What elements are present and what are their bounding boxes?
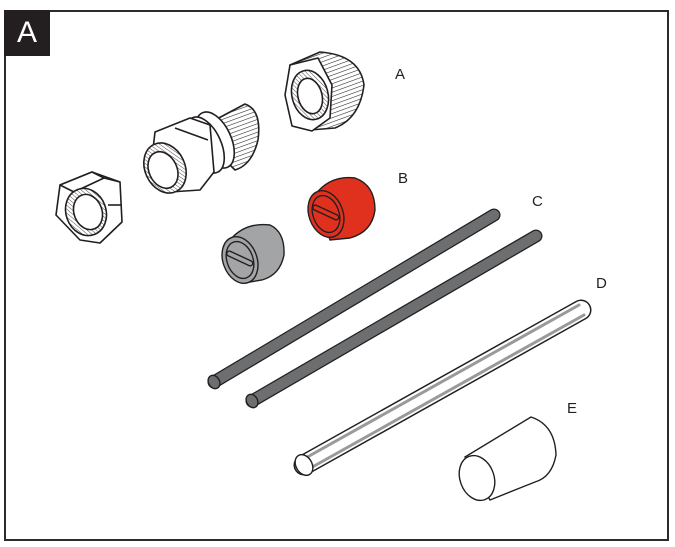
label-a: A (395, 66, 406, 83)
figure-frame (4, 10, 669, 541)
part-b-red-plug (307, 176, 376, 241)
label-e: E (567, 400, 578, 417)
part-d-tube (293, 299, 592, 477)
label-d: D (596, 275, 607, 292)
part-c-rods (207, 208, 543, 409)
hex-lock-nut (55, 171, 123, 244)
label-c: C (532, 193, 543, 210)
label-b: B (398, 170, 409, 187)
panel-label-badge: A (4, 10, 50, 56)
part-e-sleeve (458, 416, 557, 502)
part-a-cap-nut (284, 51, 365, 132)
cable-gland-body (143, 103, 260, 194)
grey-plug (221, 223, 285, 284)
